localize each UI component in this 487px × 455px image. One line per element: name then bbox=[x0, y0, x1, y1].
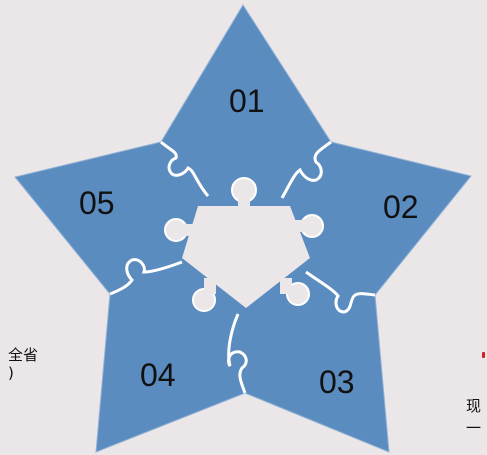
piece-label-05: 05 bbox=[79, 185, 115, 221]
right-caption-line-1: 现 bbox=[466, 397, 482, 415]
puzzle-seam-04-05 bbox=[109, 258, 183, 296]
puzzle-seam-02-03 bbox=[305, 270, 376, 314]
puzzle-seam-03-04 bbox=[226, 313, 248, 394]
puzzle-seam-01-02 bbox=[280, 140, 332, 199]
right-caption-line-2: 一 bbox=[466, 419, 482, 437]
piece-label-04: 04 bbox=[140, 357, 176, 393]
piece-label-01: 01 bbox=[229, 83, 265, 119]
piece-label-02: 02 bbox=[383, 189, 419, 225]
left-caption-line-2: ) bbox=[8, 364, 14, 382]
piece-label-03: 03 bbox=[319, 364, 355, 400]
red-accent-mark bbox=[482, 352, 485, 358]
center-hole bbox=[164, 177, 324, 312]
left-caption-line-1: 全省 bbox=[8, 346, 39, 364]
puzzle-seam-01-05 bbox=[160, 140, 210, 197]
